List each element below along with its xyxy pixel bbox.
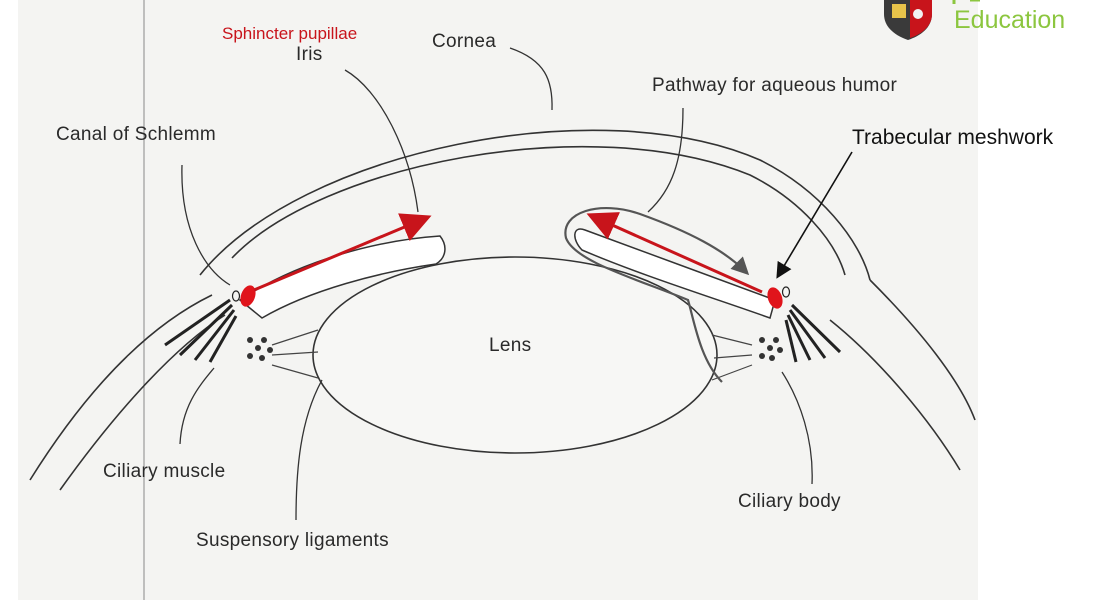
logo-letters-decor — [954, 0, 980, 4]
label-canal-of-schlemm: Canal of Schlemm — [56, 124, 216, 146]
logo-text: Education — [954, 6, 1065, 35]
label-suspensory-ligaments: Suspensory ligaments — [196, 530, 389, 552]
crest-icon — [884, 0, 932, 40]
mca-education-logo: Education — [870, 0, 1111, 40]
label-lens: Lens — [489, 335, 531, 357]
label-iris: Iris — [296, 44, 323, 66]
label-cornea: Cornea — [432, 31, 496, 53]
label-sphincter-pupillae: Sphincter pupillae — [222, 24, 357, 44]
label-trabecular-meshwork: Trabecular meshwork — [852, 126, 1053, 150]
label-pathway-aqueous: Pathway for aqueous humor — [652, 75, 897, 97]
label-ciliary-body: Ciliary body — [738, 491, 841, 513]
label-ciliary-muscle: Ciliary muscle — [103, 461, 225, 483]
